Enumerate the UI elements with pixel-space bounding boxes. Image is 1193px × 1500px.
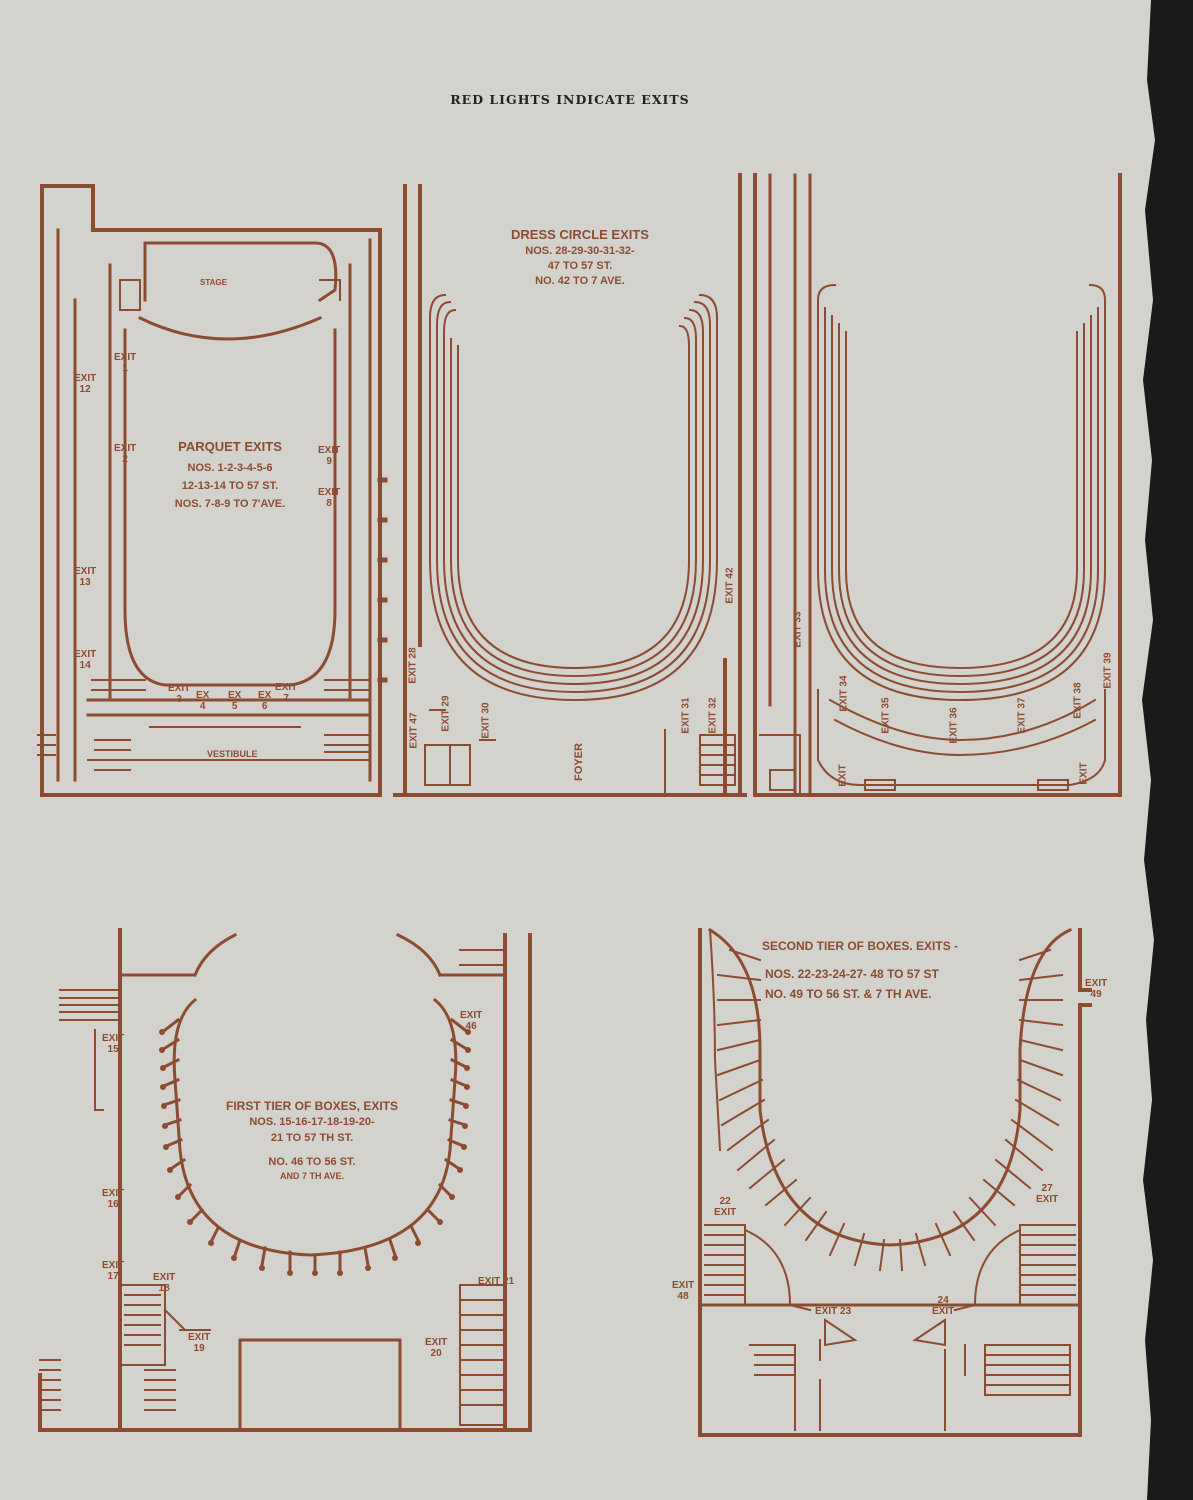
exit-24-label: 24 EXIT	[932, 1295, 955, 1317]
first-tier-box-markers	[159, 1029, 471, 1276]
second-tier-plan	[698, 927, 1092, 1437]
exit-14-label: EXIT 14	[74, 649, 97, 671]
exit-36-label: EXIT 36	[948, 707, 960, 744]
exit-1-label: EXIT 1	[114, 352, 137, 374]
second-tier-line-2: NO. 49 TO 56 ST. & 7 TH AVE.	[765, 987, 932, 1001]
exit-15-label: EXIT 15	[102, 1033, 125, 1055]
exit-35-label: EXIT 35	[880, 697, 892, 734]
exit-7-label: EXIT 7	[275, 682, 298, 704]
exit-6-label: EX 6	[258, 690, 272, 712]
page-header: RED LIGHTS INDICATE EXITS	[450, 92, 690, 107]
exit-4-label: EX 4	[196, 690, 210, 712]
exit-right-label: EXIT	[1078, 762, 1090, 785]
exit-30-label: EXIT 30	[480, 702, 492, 739]
first-tier-line-3: NO. 46 TO 56 ST.	[268, 1156, 356, 1168]
exit-31-label: EXIT 31	[680, 697, 692, 734]
exit-33-label: EXIT 33	[792, 611, 804, 648]
first-tier-title: FIRST TIER OF BOXES, EXITS	[225, 1099, 399, 1113]
upper-circle-plan	[753, 173, 1122, 797]
second-tier-line-1: NOS. 22-23-24-27- 48 TO 57 ST	[765, 967, 939, 981]
exit-3-label: EXIT 3	[168, 683, 191, 705]
exit-13-label: EXIT 13	[74, 566, 97, 588]
second-tier-title: SECOND TIER OF BOXES. EXITS -	[762, 939, 959, 953]
exit-39-label: EXIT 39	[1102, 652, 1114, 689]
exit-20-label: EXIT 20	[425, 1337, 448, 1359]
parquet-line-1: NOS. 1-2-3-4-5-6	[187, 462, 273, 474]
exit-18-label: EXIT 18	[153, 1272, 176, 1294]
dress-circle-line-3: NO. 42 TO 7 AVE.	[535, 275, 625, 287]
exit-46-label: EXIT 46	[460, 1010, 483, 1032]
exit-32-label: EXIT 32	[707, 697, 719, 734]
parquet-line-2: 12-13-14 TO 57 ST.	[181, 480, 279, 492]
exit-37-label: EXIT 37	[1016, 697, 1028, 734]
exit-2-label: EXIT 2	[114, 443, 137, 465]
first-tier-line-2: 21 TO 57 TH ST.	[270, 1132, 354, 1144]
exit-28-label: EXIT 28	[407, 647, 419, 684]
exit-19-label: EXIT 19	[188, 1332, 211, 1354]
parquet-plan	[37, 184, 388, 797]
first-tier-line-1: NOS. 15-16-17-18-19-20-	[249, 1116, 375, 1128]
exit-42-label: EXIT 42	[724, 567, 736, 604]
first-tier-line-4: AND 7 TH AVE.	[279, 1171, 344, 1181]
dress-circle-line-1: NOS. 28-29-30-31-32-	[525, 245, 635, 257]
parquet-exits-title: PARQUET EXITS	[178, 439, 282, 454]
stage-label: STAGE	[200, 278, 227, 287]
exit-21-label: EXIT 21	[478, 1276, 515, 1287]
exit-16-label: EXIT 16	[102, 1188, 125, 1210]
exit-38-label: EXIT 38	[1072, 682, 1084, 719]
dress-circle-line-2: 47 TO 57 ST.	[547, 260, 613, 272]
exit-5-label: EX 5	[228, 690, 242, 712]
vestibule-label: VESTIBULE	[207, 749, 258, 759]
exit-27-label: 27 EXIT	[1036, 1183, 1059, 1205]
exit-29-label: EXIT 29	[440, 695, 452, 732]
dress-circle-plan	[393, 173, 747, 797]
exit-left-label: EXIT	[837, 764, 849, 787]
exit-48-label: EXIT 48	[672, 1280, 695, 1302]
exit-12-label: EXIT 12	[74, 373, 97, 395]
foyer-label: FOYER	[572, 743, 585, 781]
parquet-line-3: NOS. 7-8-9 TO 7'AVE.	[174, 498, 286, 510]
exit-17-label: EXIT 17	[102, 1260, 125, 1282]
exit-8-label: EXIT 8	[318, 487, 341, 509]
dress-circle-title: DRESS CIRCLE EXITS	[511, 227, 649, 242]
exit-23-label: EXIT 23	[815, 1306, 852, 1317]
exit-47-label: EXIT 47	[408, 712, 420, 749]
exit-34-label: EXIT 34	[838, 675, 850, 712]
scan-edge	[1133, 0, 1193, 1500]
exit-9-label: EXIT 9	[318, 445, 341, 467]
first-tier-plan	[38, 928, 532, 1432]
exit-49-label: EXIT 49	[1085, 978, 1108, 1000]
exit-22-label: 22 EXIT	[714, 1196, 737, 1218]
